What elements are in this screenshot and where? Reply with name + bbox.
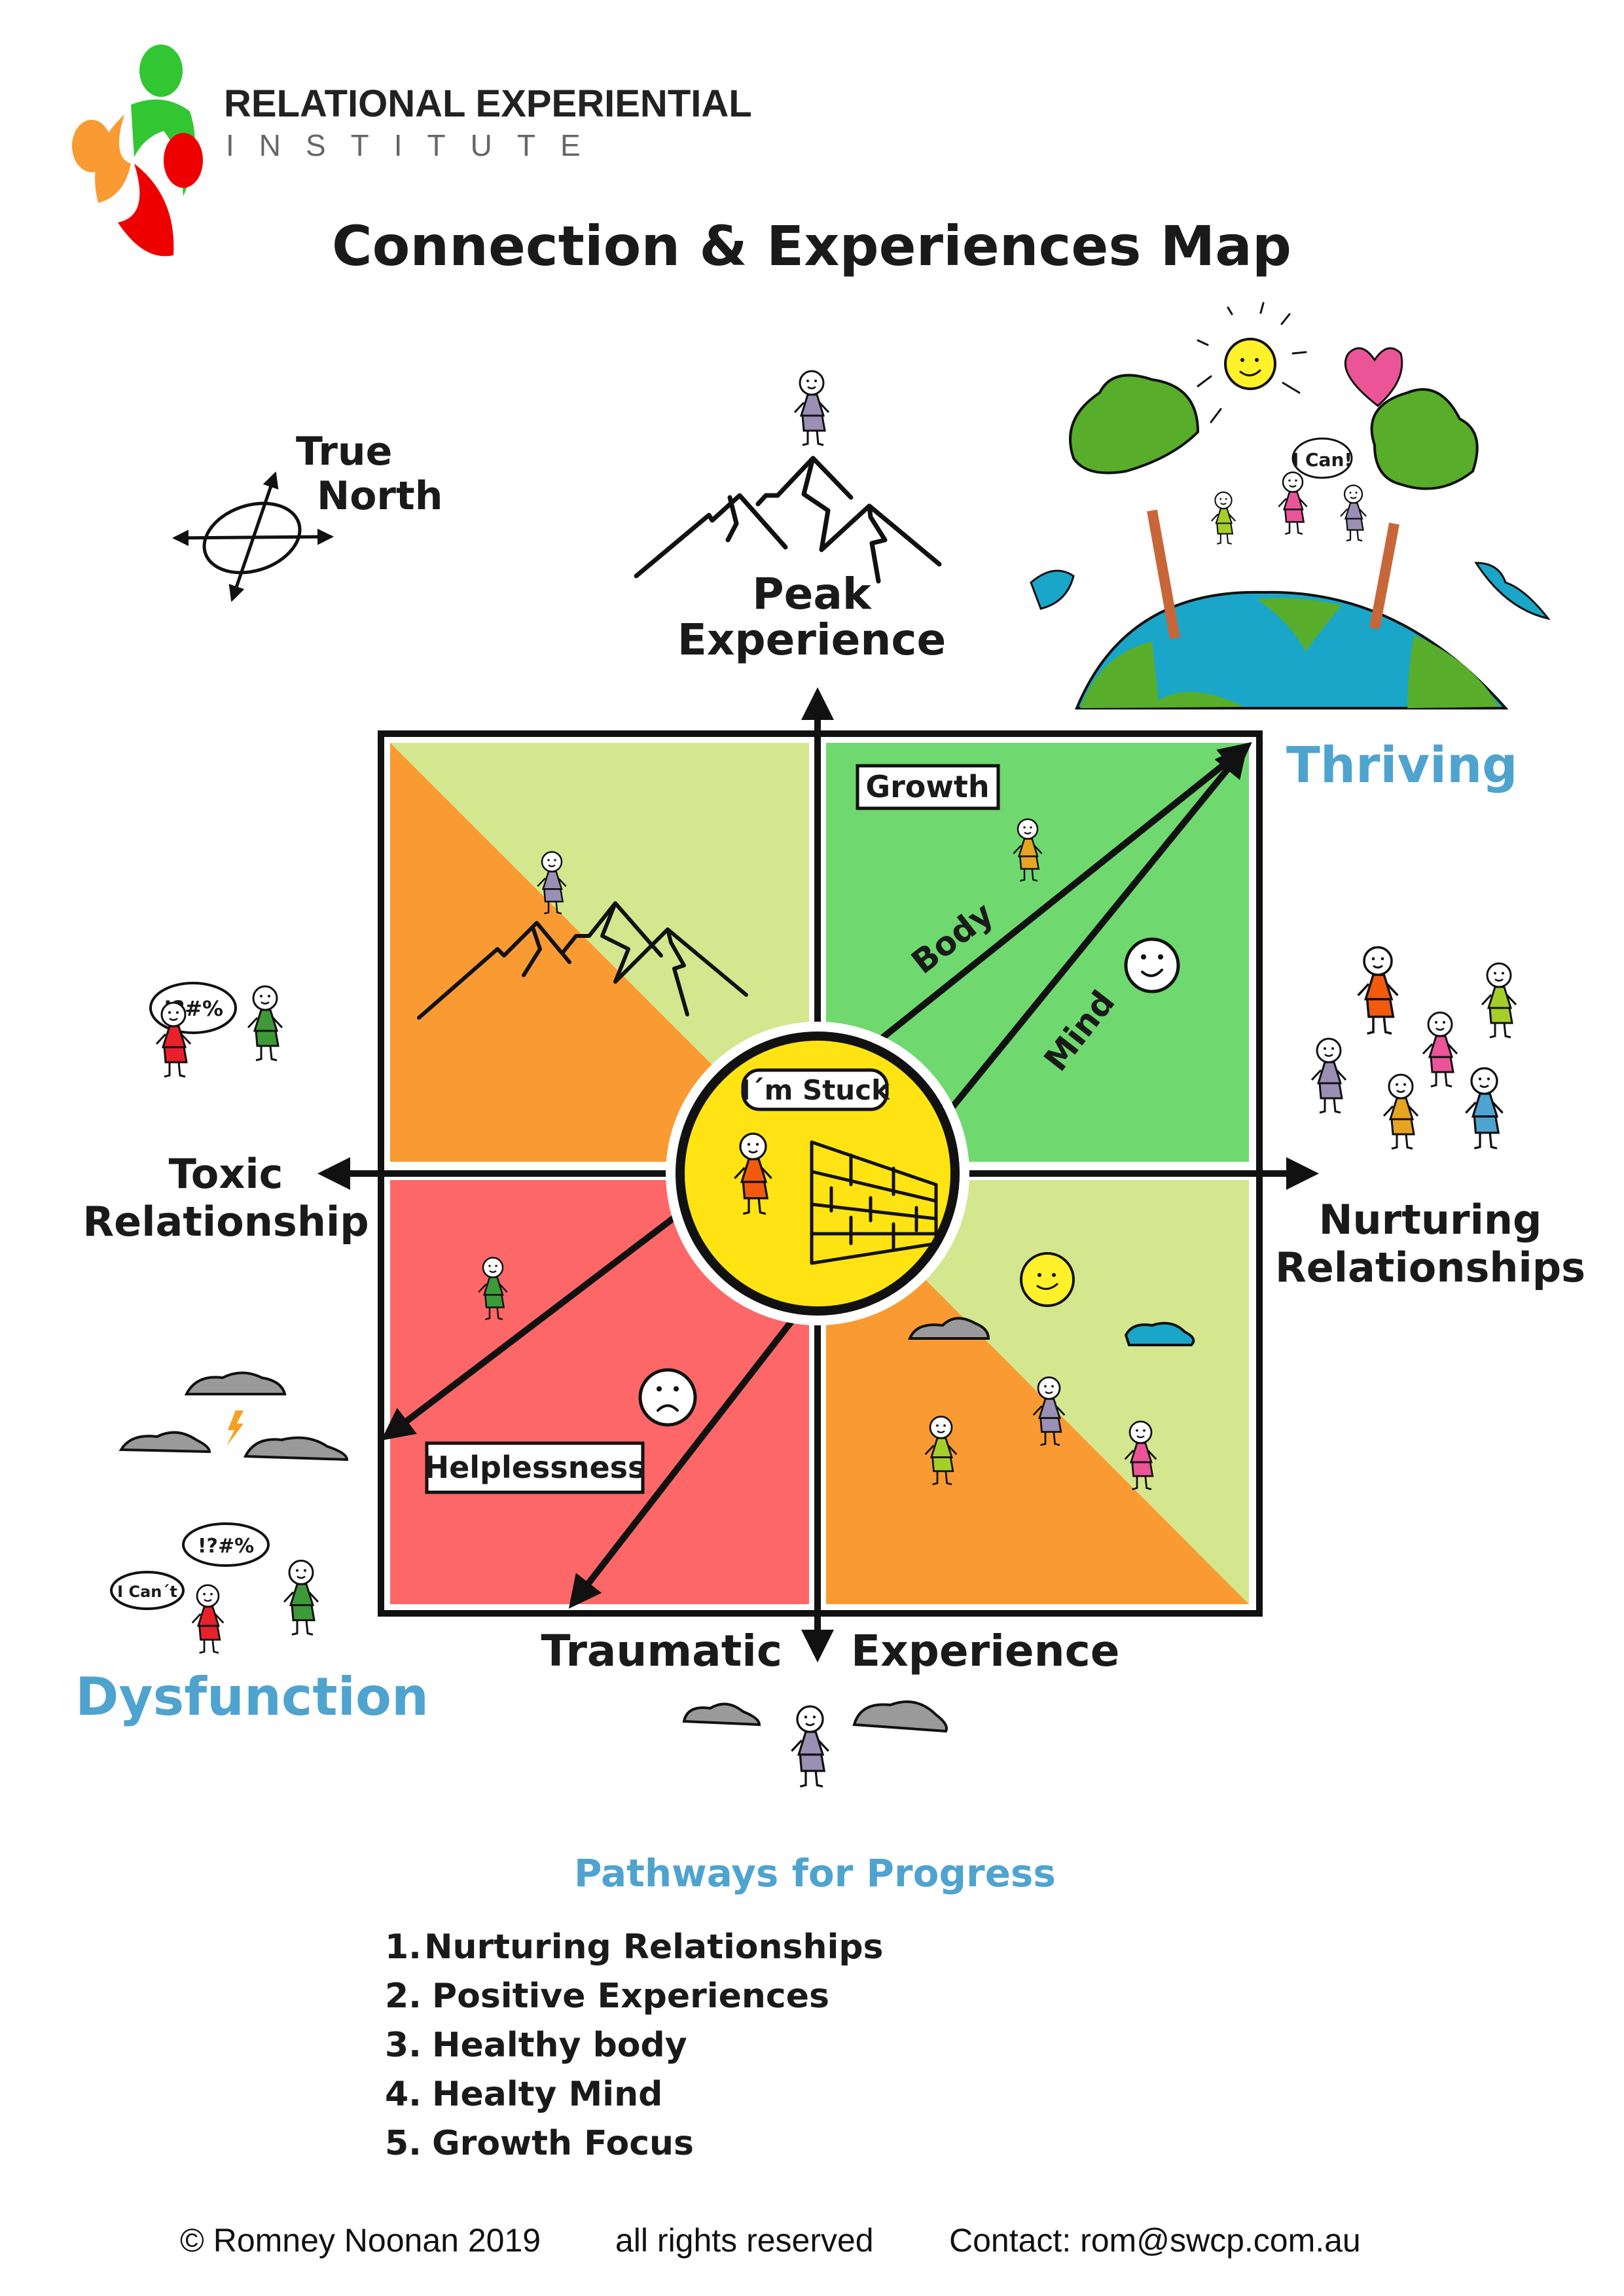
axis-top-line1: Peak [752,569,873,619]
nurture-kid-6 [1464,1067,1504,1150]
true-north-line1: True [296,429,392,475]
page-title: Connection & Experiences Map [332,214,1291,278]
pathway-num-1: 1. [385,1928,422,1967]
axis-left-line2: Relationship [82,1198,369,1246]
compass-icon [172,471,334,602]
pathway-num-5: 5. [385,2124,422,2163]
pathway-item-5: Growth Focus [432,2124,694,2163]
label-growth: Growth [865,769,989,804]
label-helplessness: Helplessness [424,1450,646,1485]
peak-mountain-icon [634,456,942,584]
corner-thriving: Thriving [1286,736,1518,794]
footer: © Romney Noonan 2019 all rights reserved… [180,2222,1361,2259]
storm-cloud-icon [682,1702,761,1727]
brick-wall-icon [810,1140,938,1265]
pathway-item-3: Healthy body [432,2026,687,2065]
axis-top-line2: Experience [677,615,946,665]
nurture-kid-4 [1310,1037,1347,1114]
pathway-num-2: 2. [385,1977,422,2016]
toxic-kid-2 [247,985,283,1062]
dysfunction-kid-2 [283,1559,319,1636]
logo-line1: RELATIONAL EXPERIENTIAL [224,82,752,125]
dysfunction-illustration: !?#% I Can´t [110,1371,349,1610]
toxic-kid-1 [155,1001,192,1078]
center-speech: I´m Stuck [740,1074,890,1106]
nurture-kid-5 [1382,1073,1419,1150]
pathway-item-1: Nurturing Relationships [424,1928,884,1967]
storm-cloud-icon [118,1431,211,1454]
pathway-item-2: Positive Experiences [432,1977,829,2016]
arrow-mind [940,744,1248,1122]
pathway-num-3: 3. [385,2026,422,2065]
sad-face-icon [638,1368,697,1427]
axis-bottom-left: Traumatic [541,1626,782,1676]
axis-right-line1: Nurturing [1319,1196,1542,1244]
axis-right-line2: Relationships [1275,1244,1585,1291]
dysfunction-angry-speech: !?#% [198,1535,254,1558]
storm-cloud-icon [908,1317,990,1340]
arrow-trauma [568,1310,801,1609]
lightning-icon [226,1410,244,1446]
dysfunction-cant-speech: I Can´t [117,1583,177,1601]
quadrant-map: Growth Helplessness [317,687,1319,1662]
happy-face-icon [1124,937,1180,994]
storm-cloud-icon [243,1436,349,1462]
thriving-kid-3 [1339,484,1367,542]
trauma-illustration [682,1700,948,1733]
nurture-kid-2 [1481,962,1517,1039]
pathways-heading: Pathways for Progress [574,1851,1056,1895]
pathways-list: 1. Nurturing Relationships 2. Positive E… [385,1928,884,2163]
logo: RELATIONAL EXPERIENTIAL INSTITUTE [72,45,752,257]
axis-bottom-right: Experience [851,1626,1119,1676]
sun-icon [1020,1252,1075,1307]
peak-kid-figure [793,370,830,446]
arrow-body [868,742,1252,1050]
nurture-kid-1 [1356,946,1399,1035]
pathway-item-4: Healty Mind [432,2075,662,2114]
dysfunction-kid-1 [191,1584,225,1654]
thriving-kid-1 [1210,491,1236,545]
footer-rights: all rights reserved [615,2222,874,2259]
trauma-kid [791,1706,828,1786]
thriving-kid-2 [1277,471,1308,535]
footer-contact[interactable]: Contact: rom@swcp.com.au [949,2222,1361,2259]
footer-copyright: © Romney Noonan 2019 [180,2222,541,2259]
cloud-icon [1124,1321,1195,1346]
i-can-speech: I Can! [1292,449,1352,471]
pathway-num-4: 4. [385,2075,422,2114]
arrow-helplessness [381,1205,690,1441]
storm-cloud-icon [184,1371,287,1395]
corner-dysfunction: Dysfunction [75,1666,429,1727]
true-north-line2: North [317,473,442,519]
axis-left-line1: Toxic [169,1150,283,1198]
thriving-globe-illustration: I Can! [1030,302,1551,709]
logo-line2: INSTITUTE [226,128,605,162]
nurture-kid-3 [1422,1011,1458,1088]
logo-mark-icon [72,45,203,257]
storm-cloud-icon [852,1700,948,1733]
center-stuck: I´m Stuck [666,1022,969,1325]
